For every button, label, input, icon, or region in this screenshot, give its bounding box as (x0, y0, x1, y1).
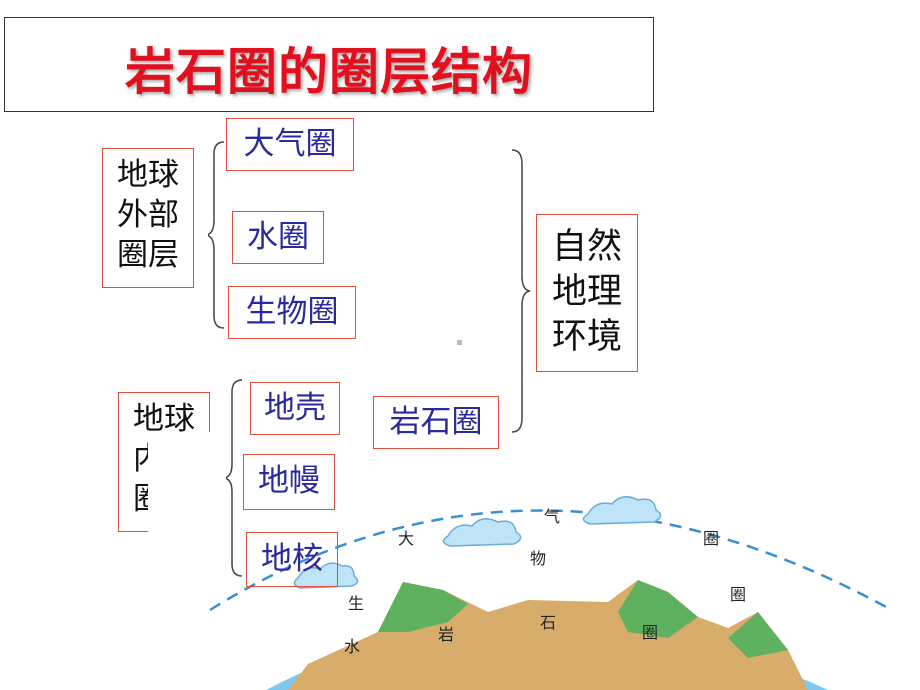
environment-line-2: 地理 (551, 272, 622, 312)
cloud-3 (293, 562, 359, 589)
environment-line-3: 环境 (551, 317, 622, 357)
label-da: 大 (398, 529, 414, 548)
label-shi: 石 (540, 613, 556, 632)
crust-box: 地壳 (250, 382, 340, 435)
biosphere-box: 生物圈 (228, 286, 356, 339)
label-qi: 气 (544, 507, 560, 526)
page-title: 岩石圈的圈层结构 (125, 43, 533, 101)
core-box: 地核 (246, 532, 338, 587)
atmosphere-boundary-line (209, 509, 889, 612)
label-quan1: 圈 (703, 529, 719, 548)
cloud-2 (582, 496, 662, 525)
label-quan3: 圈 (642, 623, 658, 642)
lithosphere-box: 岩石圈 (373, 396, 499, 449)
mantle-box: 地幔 (243, 454, 335, 510)
hydrosphere-label: 水圈 (247, 219, 309, 255)
inner-brace (226, 379, 243, 577)
mantle-label: 地幔 (258, 463, 320, 499)
label-shui: 水 (344, 637, 360, 656)
environment-box: 自然 地理 环境 (536, 214, 638, 372)
label-yan: 岩 (438, 625, 454, 644)
core-label: 地核 (261, 541, 323, 577)
atmosphere-label: 大气圈 (243, 126, 337, 162)
atmosphere-box: 大气圈 (226, 118, 354, 171)
environment-line-1: 自然 (551, 227, 622, 267)
title-box: 岩石圈的圈层结构 (4, 17, 654, 112)
outer-label-line-2: 外部 (117, 197, 179, 233)
lithosphere-label: 岩石圈 (389, 404, 483, 440)
decorative-dot (457, 340, 462, 345)
cloud-1 (442, 518, 522, 547)
environment-brace (511, 149, 531, 433)
inner-label-line-1: 地球 (133, 401, 195, 437)
outer-label-line-3: 圈层 (117, 237, 179, 273)
outer-label-line-1: 地球 (117, 157, 179, 193)
hydrosphere-box: 水圈 (232, 211, 324, 264)
label-sheng: 生 (348, 594, 364, 613)
label-quan2: 圈 (730, 585, 746, 604)
label-wu: 物 (530, 549, 546, 568)
outer-brace (208, 141, 225, 329)
mountain-right (728, 612, 788, 658)
mountain-left (378, 582, 468, 632)
biosphere-label: 生物圈 (245, 294, 339, 330)
outer-sphere-label: 地球 外部 圈层 (102, 148, 194, 288)
mountain-middle (618, 580, 698, 638)
crust-label: 地壳 (264, 390, 326, 426)
